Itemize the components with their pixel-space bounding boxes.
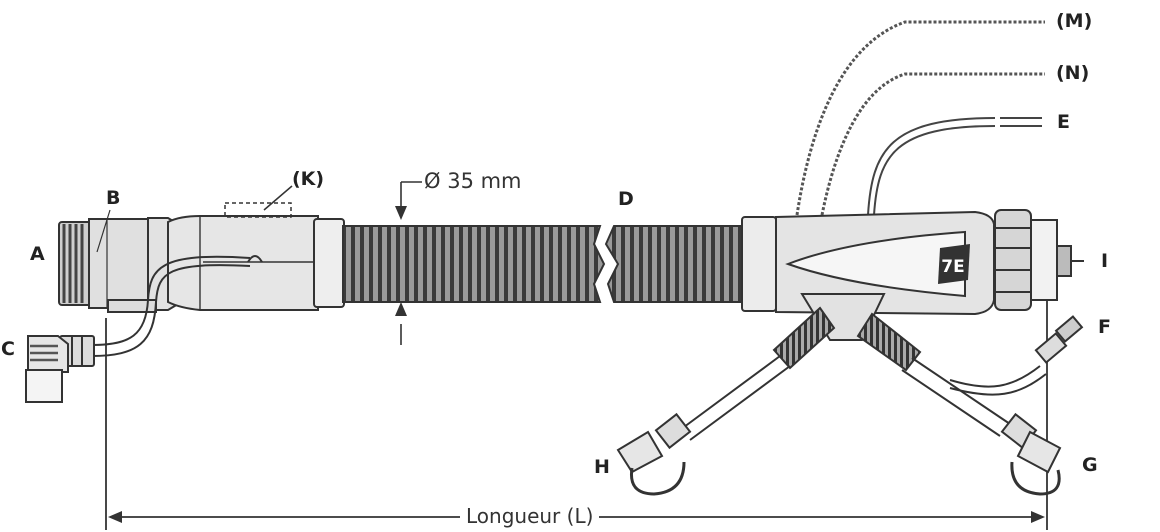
logo-text: 7E xyxy=(941,257,964,277)
cable-m-lead xyxy=(795,20,1045,216)
label-h: H xyxy=(594,456,610,478)
cable-c xyxy=(91,255,251,357)
label-a: A xyxy=(30,243,45,265)
corrugated-hose xyxy=(342,225,746,303)
torch-handle-left xyxy=(107,185,345,313)
label-i: I xyxy=(1101,250,1109,272)
torch-rear-body xyxy=(741,209,1084,341)
label-g: G xyxy=(1082,454,1098,476)
label-b: B xyxy=(106,187,121,209)
label-k: (K) xyxy=(292,168,325,190)
diameter-dimension xyxy=(395,181,422,345)
front-connector xyxy=(58,217,179,311)
label-e: E xyxy=(1057,111,1070,133)
connector-c xyxy=(25,335,95,403)
label-n: (N) xyxy=(1056,62,1090,84)
brand-logo: 7E xyxy=(938,244,970,284)
diameter-label: Ø 35 mm xyxy=(424,169,522,193)
label-f: F xyxy=(1098,316,1111,338)
cable-f xyxy=(949,315,1084,396)
cable-n-lead xyxy=(820,72,1045,216)
length-dimension xyxy=(105,300,1048,530)
label-leaders xyxy=(96,209,111,253)
length-label: Longueur (L) xyxy=(460,506,600,526)
branch-hose-h xyxy=(616,306,836,496)
cable-e xyxy=(867,117,1042,216)
label-c: C xyxy=(1,338,15,360)
label-d: D xyxy=(618,188,634,210)
branch-hose-g xyxy=(856,312,1062,496)
label-m: (M) xyxy=(1056,10,1093,32)
